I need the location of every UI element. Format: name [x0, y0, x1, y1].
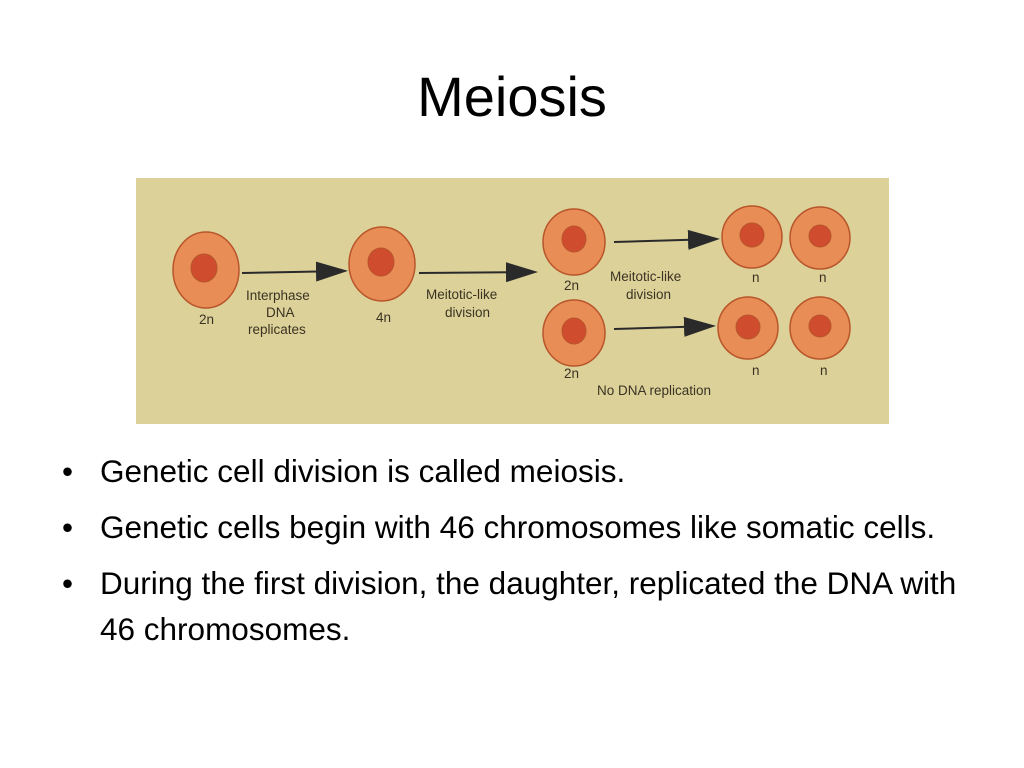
- step-interphase-line-3: replicates: [248, 322, 306, 337]
- bullet-marker: •: [62, 565, 74, 601]
- bullet-text: Genetic cells begin with 46 chromosomes …: [100, 509, 936, 545]
- bullet-item: • Genetic cells begin with 46 chromosome…: [60, 504, 980, 550]
- bullet-item: • Genetic cell division is called meiosi…: [60, 448, 980, 494]
- cell-start: [172, 231, 240, 309]
- arrow-division-2-top: [613, 229, 720, 250]
- step-interphase-line-2: DNA: [266, 305, 295, 320]
- meiosis-diagram: 2n 4n 2n 2n n n n n Interphase DNA repli…: [136, 178, 889, 424]
- cell-label-gamete-1: n: [752, 270, 760, 285]
- cell-replicated: [348, 226, 416, 302]
- footer-note: No DNA replication: [597, 383, 711, 398]
- cell-label-first-division-bottom: 2n: [564, 366, 579, 381]
- bullet-marker: •: [62, 453, 74, 489]
- cell-gamete-1: [721, 205, 783, 269]
- bullet-marker: •: [62, 509, 74, 545]
- bullet-item: • During the first division, the daughte…: [60, 560, 980, 652]
- arrow-interphase: [241, 261, 348, 282]
- cell-label-gamete-3: n: [752, 363, 760, 378]
- step-division-1-line-2: division: [445, 305, 490, 320]
- bullet-text: During the first division, the daughter,…: [100, 565, 957, 647]
- cell-label-first-division-top: 2n: [564, 278, 579, 293]
- cell-first-division-bottom: [542, 299, 606, 367]
- step-division-2-line-1: Meitotic-like: [610, 269, 681, 284]
- step-interphase-line-1: Interphase: [246, 288, 310, 303]
- cell-gamete-3: [717, 296, 779, 360]
- arrow-division-2-bottom: [613, 316, 716, 337]
- cell-label-replicated: 4n: [376, 310, 391, 325]
- cell-label-start: 2n: [199, 312, 214, 327]
- cell-gamete-4: [789, 296, 851, 360]
- bullet-list: • Genetic cell division is called meiosi…: [60, 448, 980, 662]
- slide-title: Meiosis: [417, 65, 607, 128]
- step-division-2-line-2: division: [626, 287, 671, 302]
- cell-first-division-top: [542, 208, 606, 276]
- step-division-1-line-1: Meitotic-like: [426, 287, 497, 302]
- meiosis-diagram-svg: 2n 4n 2n 2n n n n n Interphase DNA repli…: [136, 178, 889, 424]
- arrow-division-1: [418, 262, 538, 283]
- cell-label-gamete-4: n: [820, 363, 828, 378]
- cell-label-gamete-2: n: [819, 270, 827, 285]
- cell-gamete-2: [789, 206, 851, 270]
- bullet-text: Genetic cell division is called meiosis.: [100, 453, 626, 489]
